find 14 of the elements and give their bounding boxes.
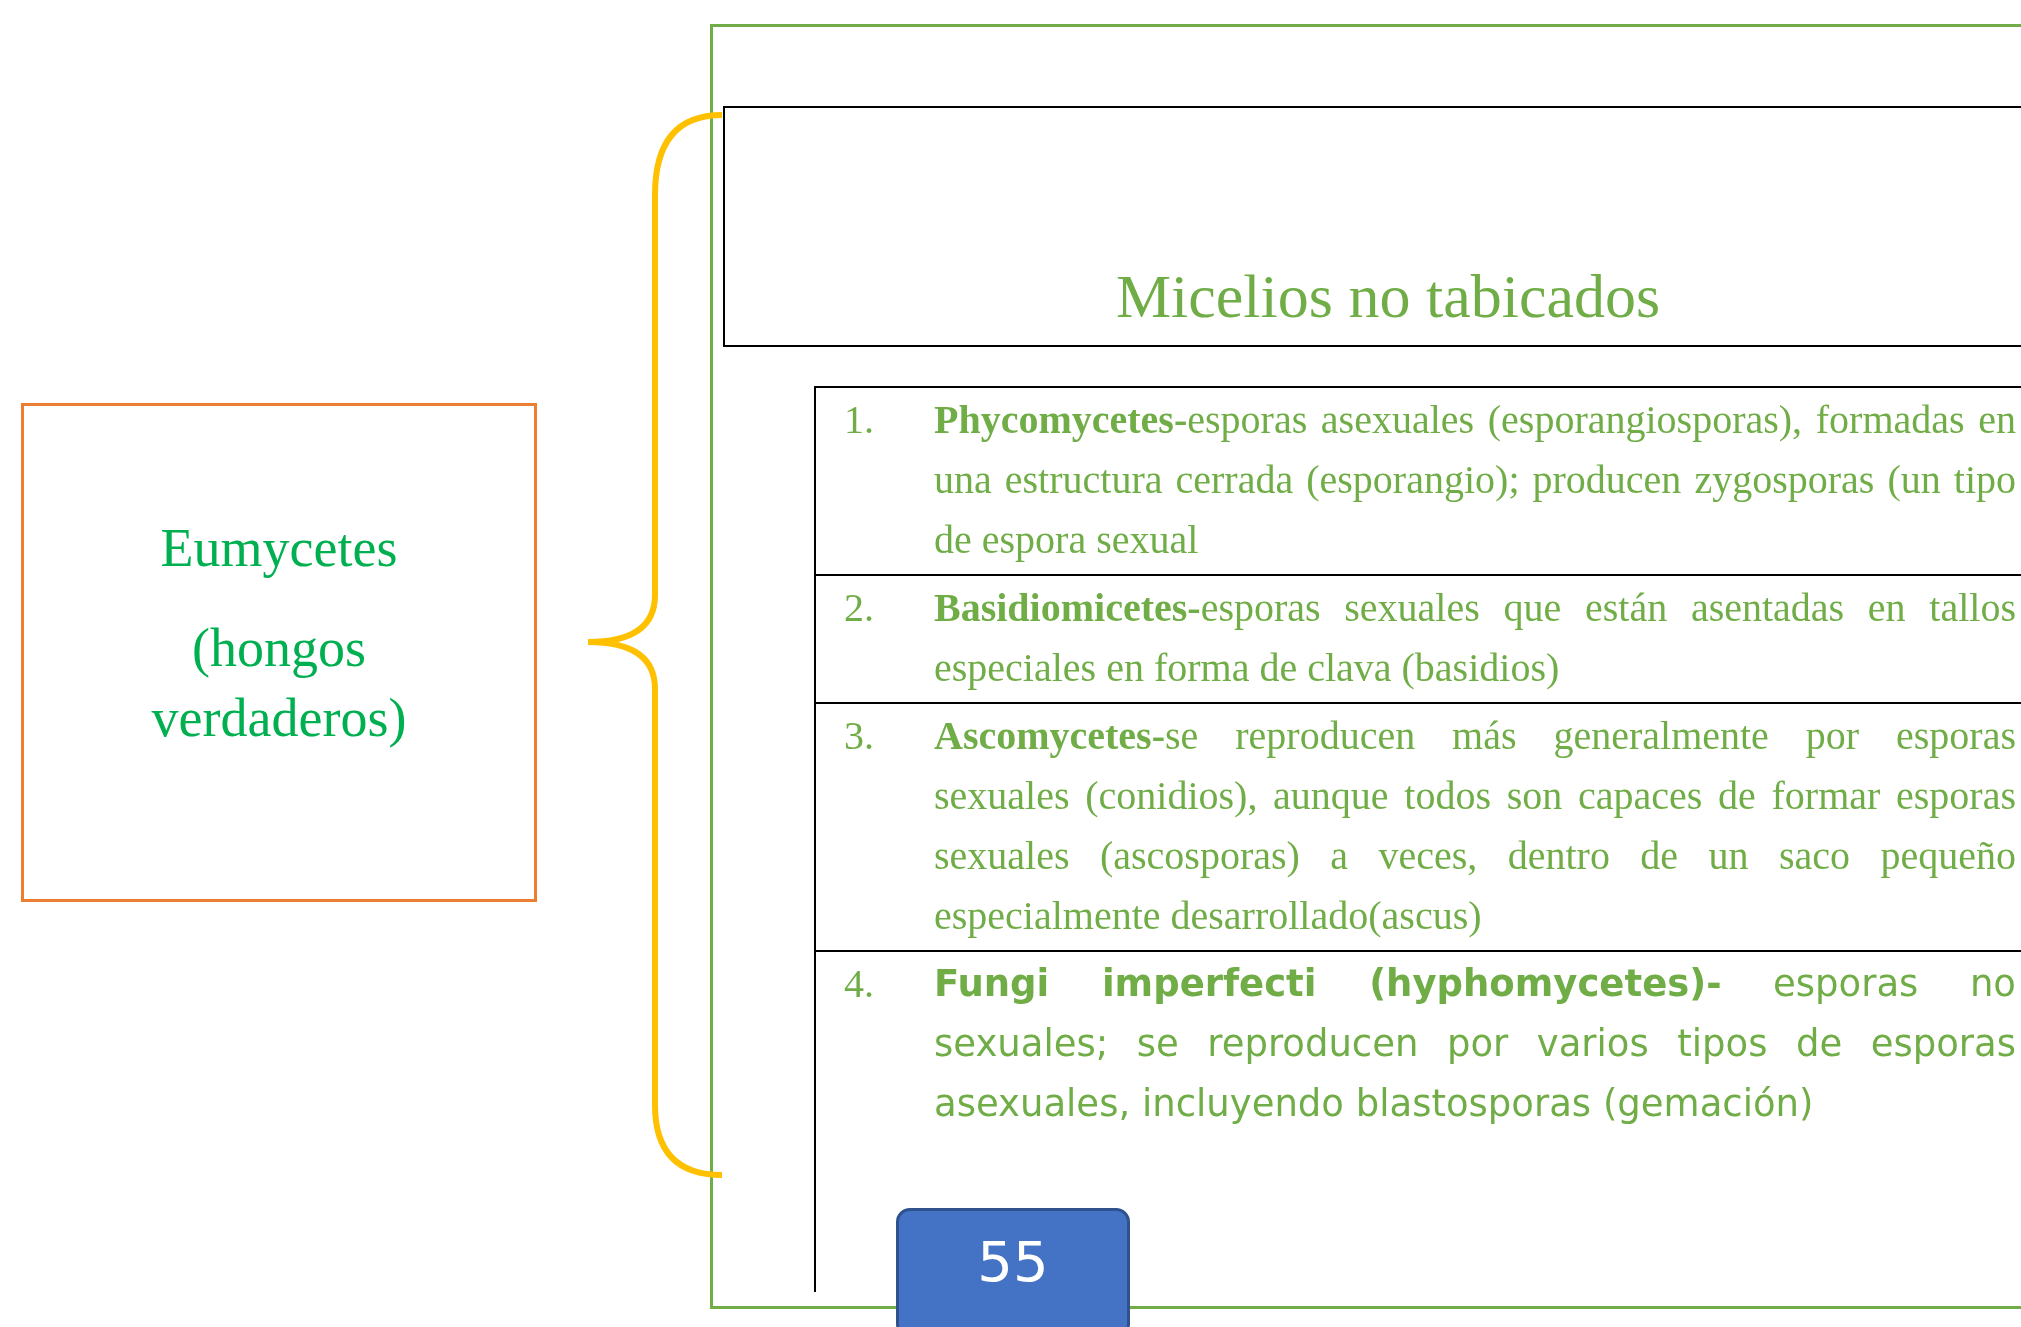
header-box — [723, 106, 2021, 347]
item-text: Basidiomicetes-esporas sexuales que están asentadas en tallos especiales en forma de clava (basidios) — [934, 584, 2016, 692]
item-text: Ascomycetes-se reproducen más generalmente por esporas sexuales (conidios), aunque todos son capaces de formar esporas sexuales (ascosporas) a veces, dentro de un saco pequeño especialmente desarrollado(ascus) — [934, 712, 2016, 940]
page-number: 55 — [977, 1228, 1049, 1296]
subtitle-text: (hongos verdaderos) — [150, 616, 408, 750]
list-number: 3. — [843, 712, 875, 760]
page-number-box — [896, 1208, 1130, 1327]
heading-text: Micelios no tabicados — [1115, 261, 1661, 331]
list-number: 4. — [843, 960, 875, 1008]
list-number: 2. — [843, 584, 875, 632]
list-number: 1. — [843, 396, 875, 444]
category-box — [21, 403, 537, 902]
title-text: Eumycetes — [159, 516, 399, 580]
item-text: Fungi imperfecti (hyphomycetes)- esporas no sexuales; se reproducen por varios tipos de esporas asexuales, incluyendo blastosporas (gemación) — [934, 961, 2016, 1127]
